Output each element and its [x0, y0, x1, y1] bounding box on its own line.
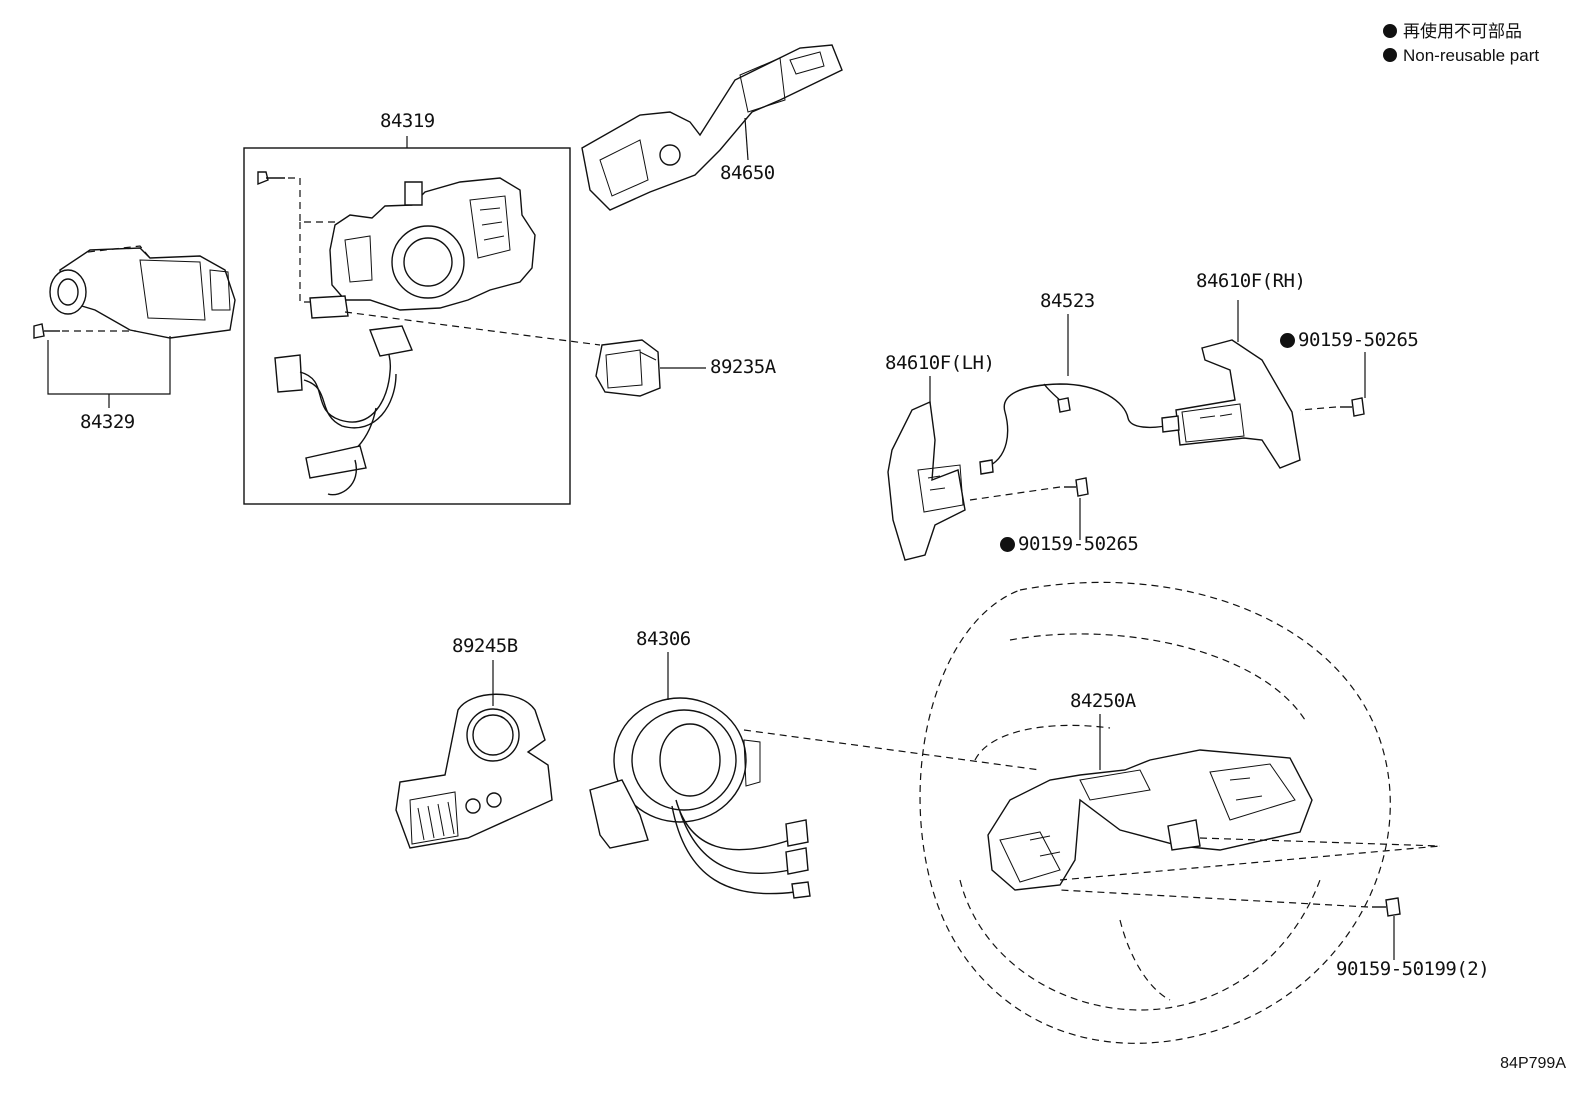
label-84610F-LH: 84610F(LH) — [885, 352, 995, 374]
label-84306: 84306 — [636, 628, 691, 650]
sensor-89235A — [595, 339, 661, 397]
screw-90159-50265-right — [1299, 352, 1366, 417]
harness-84319 — [274, 325, 413, 496]
label-90159-50199: 90159-50199(2) — [1336, 958, 1490, 980]
label-84650: 84650 — [720, 162, 775, 184]
paddle-lh-84610F — [887, 400, 966, 561]
label-90159-50265-left: 90159-50265 — [1000, 533, 1139, 555]
label-89245B: 89245B — [452, 635, 518, 657]
switch-assembly-84250A — [987, 749, 1313, 891]
harness-84523 — [979, 383, 1180, 475]
non-reusable-dot-icon — [1000, 537, 1015, 552]
assembly-box-84319 — [243, 136, 571, 505]
label-90159-50265-right: 90159-50265 — [1280, 329, 1419, 351]
label-84610F-RH: 84610F(RH) — [1196, 270, 1306, 292]
label-90159-50265-right-text: 90159-50265 — [1298, 329, 1419, 351]
legend: 再使用不可部品 Non-reusable part — [1383, 20, 1539, 68]
label-89235A: 89235A — [710, 356, 776, 378]
diagram-code: 84P799A — [1500, 1055, 1566, 1072]
screw-84319 — [257, 171, 335, 303]
non-reusable-dot-icon — [1383, 24, 1397, 38]
legend-text-en: Non-reusable part — [1403, 46, 1540, 65]
switch-84329 — [49, 245, 236, 339]
steering-wheel — [919, 581, 1391, 1044]
legend-text-jp: 再使用不可部品 — [1403, 22, 1522, 41]
non-reusable-dot-icon — [1280, 333, 1295, 348]
screw-90159-50265-left — [969, 477, 1089, 540]
switch-body-84319 — [309, 177, 536, 319]
legend-row-jp: 再使用不可部品 — [1383, 20, 1539, 44]
label-84250A: 84250A — [1070, 690, 1136, 712]
label-84523: 84523 — [1040, 290, 1095, 312]
sensor-89245B — [395, 693, 553, 849]
label-84329: 84329 — [80, 411, 135, 433]
label-90159-50265-left-text: 90159-50265 — [1018, 533, 1139, 555]
legend-row-en: Non-reusable part — [1383, 44, 1539, 68]
lever-84650 — [581, 44, 843, 211]
label-84319: 84319 — [380, 110, 435, 132]
non-reusable-dot-icon — [1383, 48, 1397, 62]
spiral-cable-84306 — [589, 697, 811, 899]
screw-90159-50199 — [1059, 889, 1401, 960]
screw-84329 — [33, 323, 136, 339]
paddle-rh-84610F — [1175, 339, 1301, 469]
